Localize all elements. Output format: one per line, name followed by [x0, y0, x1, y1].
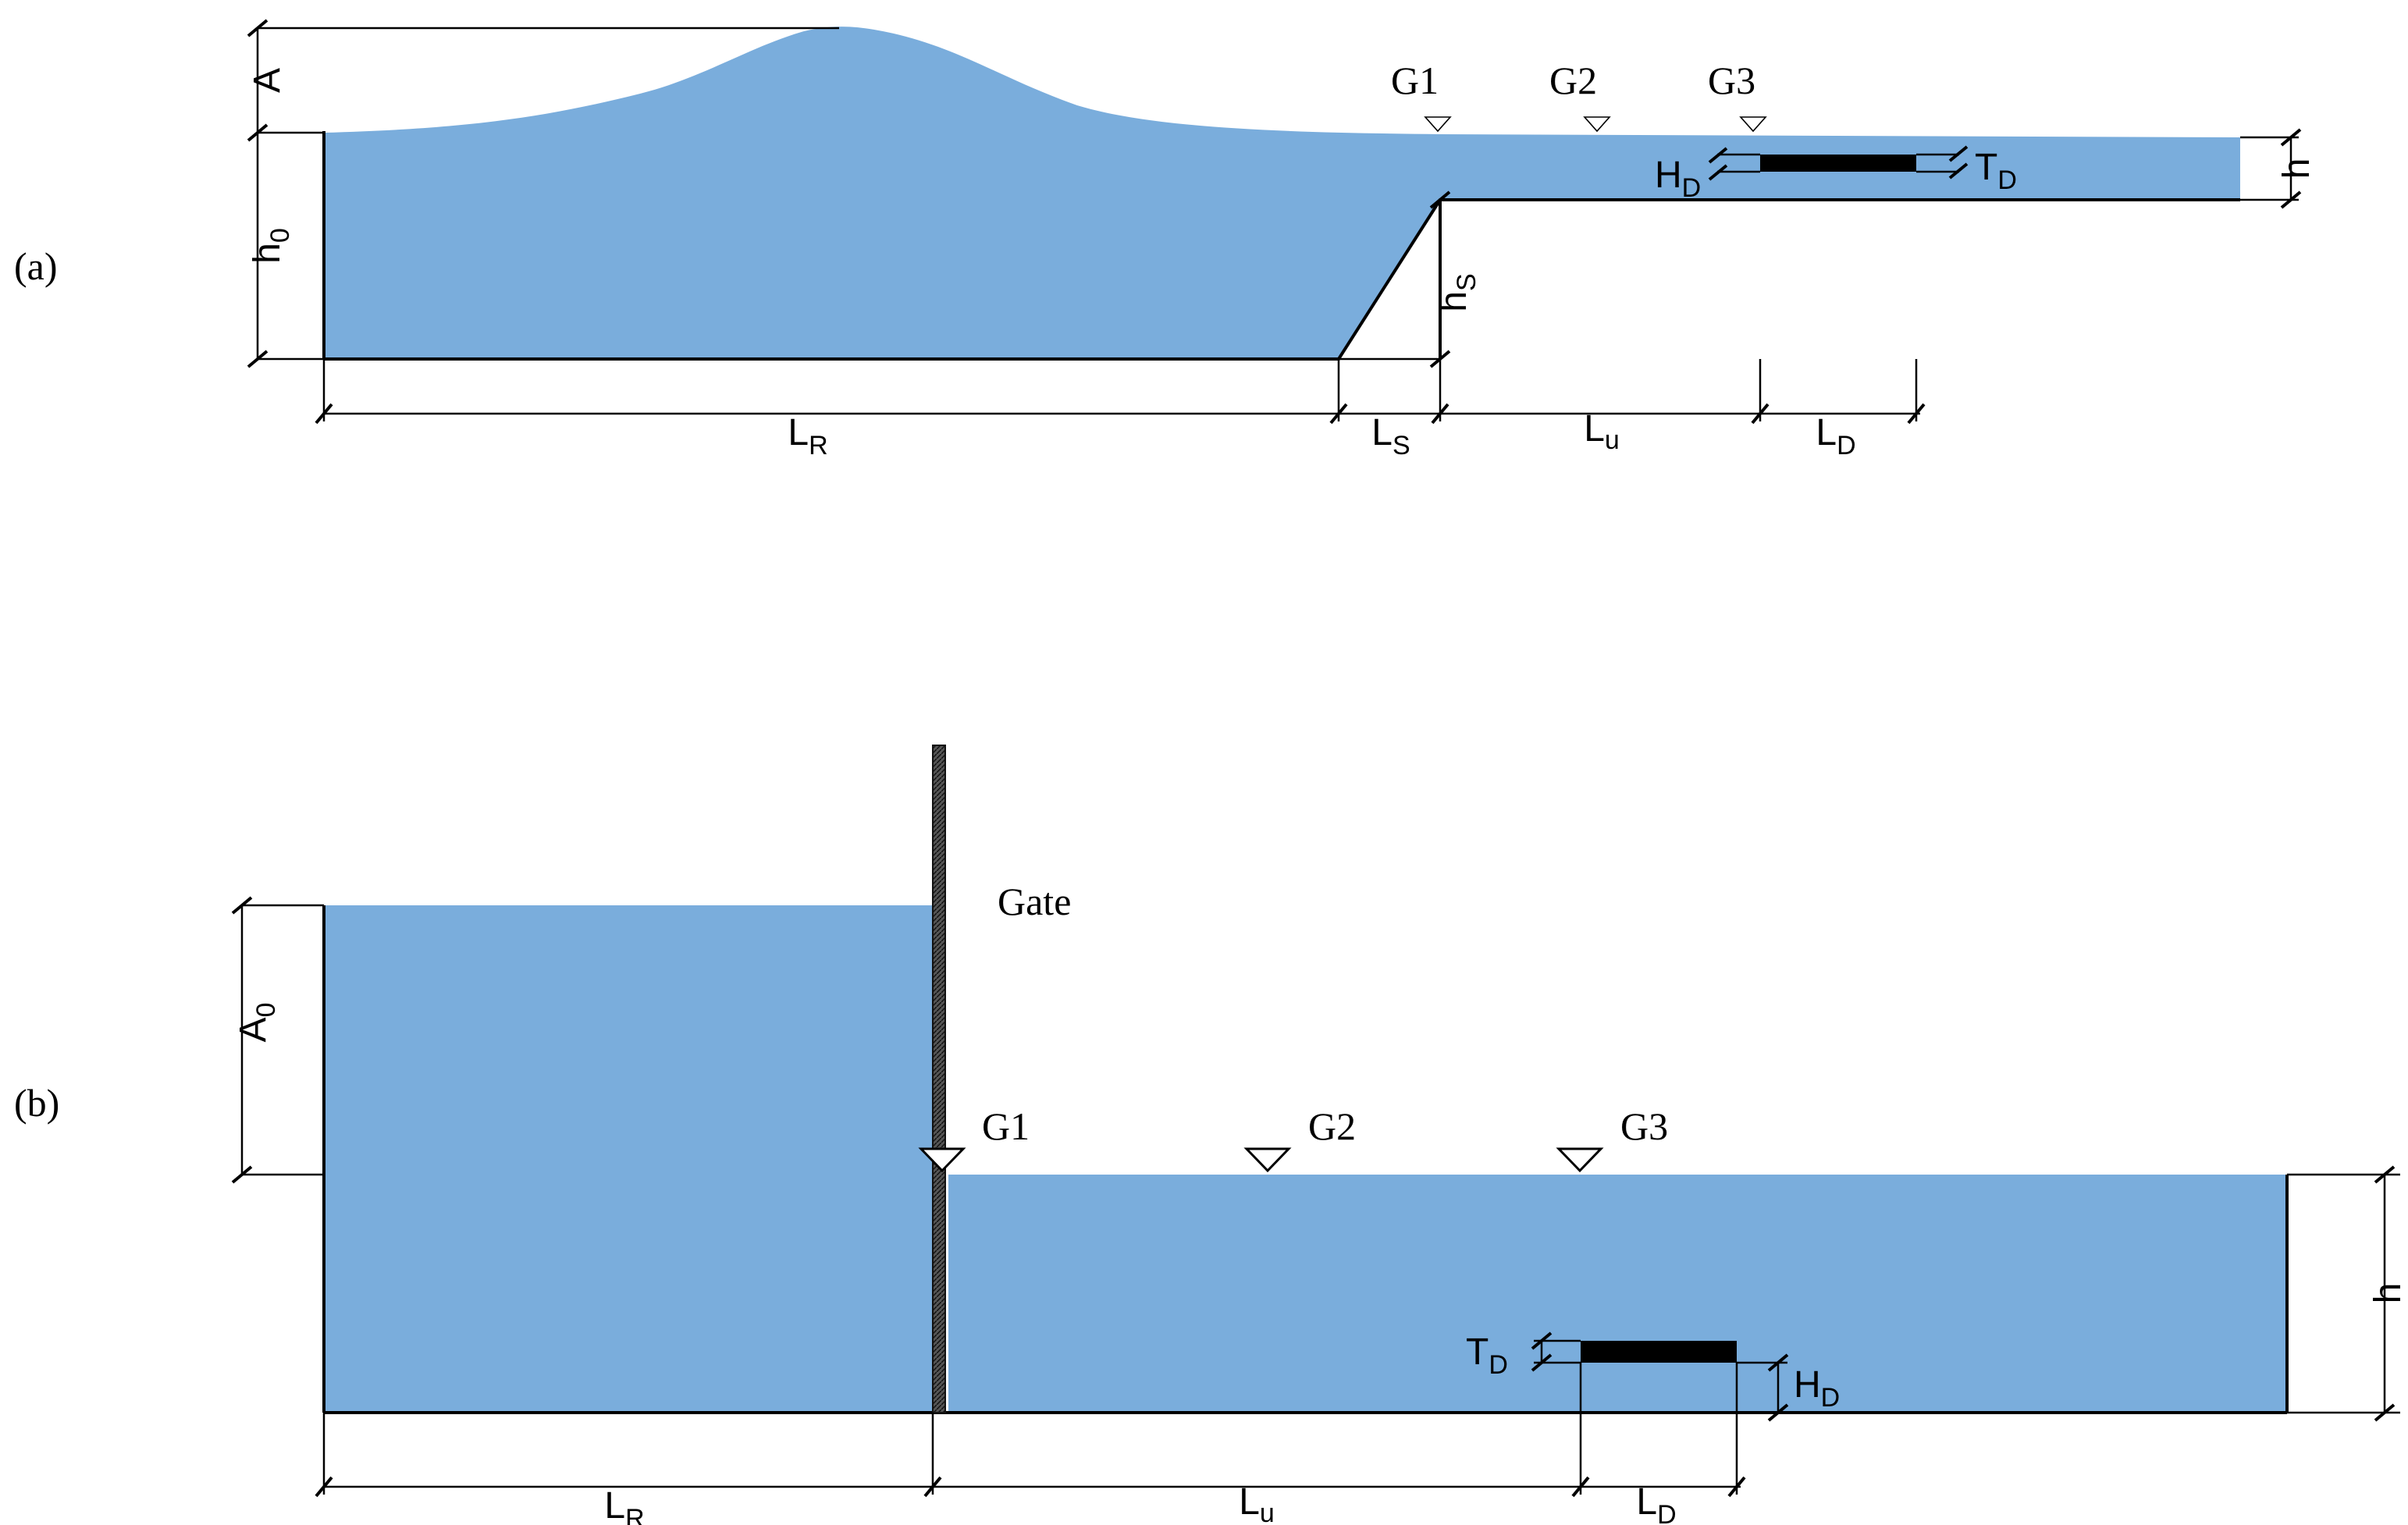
panel-b-label: (b) [14, 1081, 59, 1125]
panel-b-initial-head-label: A0 [233, 1003, 281, 1043]
panel-a: (a) A h0 hS [14, 19, 2317, 460]
panel-b-downstream-water [948, 1175, 2287, 1413]
panel-b-gauge-g1-icon [918, 1147, 966, 1173]
panel-a-flume-bed [324, 198, 2240, 361]
panel-a-deck [1760, 155, 1916, 172]
panel-b-gauge-g2-label: G2 [1308, 1104, 1356, 1148]
panel-b-gate [932, 745, 946, 1413]
panel-b-deck-thickness-label: TD [1466, 1331, 1508, 1380]
panel-b-reservoir-length-label: LR [604, 1485, 644, 1525]
panel-b-deck-submergence-label: HD [1794, 1364, 1840, 1413]
panel-a-gauge-g3-label: G3 [1708, 59, 1755, 102]
panel-a-amplitude-label: A [247, 68, 288, 93]
panel-b-deck [1581, 1341, 1737, 1363]
panel-a-deck-submergence-label: HD [1655, 155, 1701, 203]
panel-a-upstream-length-label: Lu [1584, 408, 1620, 455]
panel-a-gauge-g2-label: G2 [1549, 59, 1597, 102]
panel-a-slope-length-label: LS [1371, 412, 1410, 460]
panel-b-upstream-length-label: Lu [1239, 1481, 1275, 1525]
panel-b-gauge-g2-icon [1243, 1147, 1292, 1173]
panel-b-gauge-g3-label: G3 [1620, 1104, 1668, 1148]
panel-a-label: (a) [14, 244, 58, 288]
panel-a-water [324, 27, 2240, 360]
panel-a-shelf-depth-label: h [2276, 158, 2317, 180]
panel-a-still-depth-label: h0 [247, 228, 295, 264]
panel-b-depth-label: h [2367, 1283, 2408, 1304]
panel-a-gauge-g1-label: G1 [1391, 59, 1439, 102]
panel-a-gauge-g2-icon [1583, 116, 1611, 133]
panel-b: (b) Gate A0 h [14, 745, 2408, 1525]
panel-b-reservoir-water [324, 905, 933, 1413]
panel-b-gate-label: Gate [998, 880, 1071, 923]
panel-a-step-height-label: hS [1433, 273, 1481, 311]
panel-a-reservoir-length-label: LR [788, 412, 827, 460]
panel-b-gauge-g1-label: G1 [982, 1104, 1030, 1148]
panel-a-gauge-g1-icon [1424, 116, 1452, 133]
panel-b-deck-length-label: LD [1636, 1481, 1676, 1525]
panel-b-gauge-g3-icon [1556, 1147, 1604, 1173]
panel-a-deck-length-label: LD [1816, 412, 1855, 460]
panel-a-deck-thickness-label: TD [1975, 147, 2017, 195]
panel-a-gauge-g3-icon [1739, 116, 1767, 133]
